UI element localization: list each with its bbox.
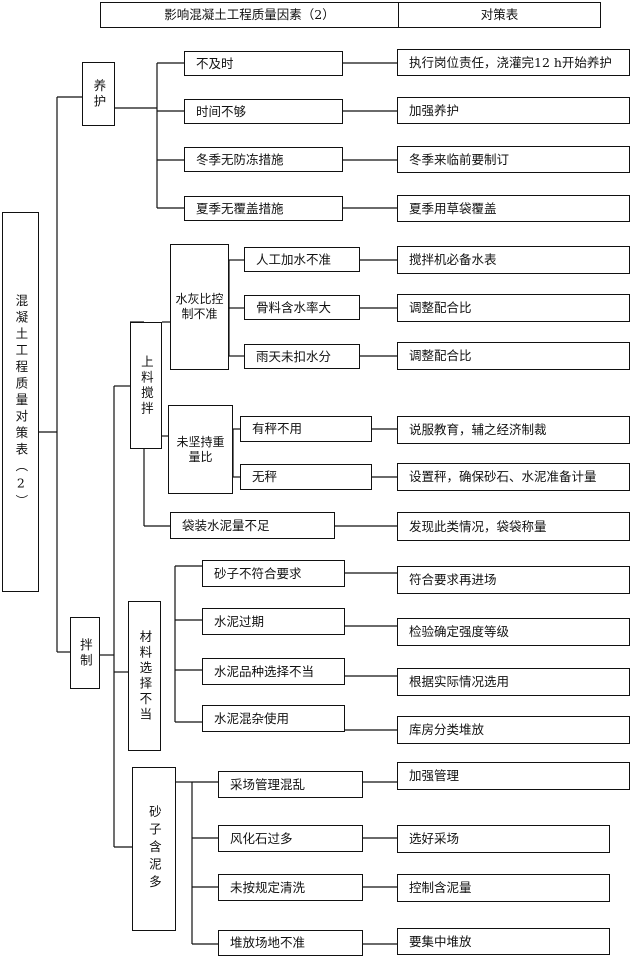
cause-sand-2: 未按规定清洗 (218, 874, 363, 901)
measure-weighing-1: 设置秤，确保砂石、水泥准备计量 (397, 463, 630, 491)
measure-material-0: 符合要求再进场 (397, 566, 630, 594)
cause-material-3: 水泥混杂使用 (202, 705, 345, 732)
header-countermeasure: 对策表 (398, 2, 601, 28)
measure-sand-2: 控制含泥量 (397, 874, 610, 902)
measure-material-2: 根据实际情况选用 (397, 668, 630, 696)
root-title: 混凝土工程质量对策表（2） (2, 212, 39, 592)
group-weighing: 未坚持重量比 (168, 405, 233, 494)
measure-sand-3: 要集中堆放 (397, 928, 610, 955)
cause-weighing-1: 无秤 (240, 464, 372, 490)
cause-curing-3: 夏季无覆盖措施 (184, 196, 343, 221)
cause-curing-0: 不及时 (184, 51, 343, 76)
cause-sand-1: 风化石过多 (218, 825, 363, 852)
cause-sand-0: 采场管理混乱 (218, 771, 363, 798)
cause-material-2: 水泥品种选择不当 (202, 658, 345, 685)
measure-bag: 发现此类情况，袋袋称量 (397, 512, 630, 541)
category-curing: 养护 (82, 62, 115, 126)
header-title: 影响混凝土工程质量因素（2） (100, 2, 399, 28)
measure-sand-1: 选好采场 (397, 825, 610, 853)
measure-curing-0: 执行岗位责任，浇灌完12 h开始养护 (397, 49, 630, 76)
cause-material-1: 水泥过期 (202, 608, 345, 635)
cause-water-1: 骨料含水率大 (244, 295, 360, 320)
group-water-cement: 水灰比控制不准 (170, 244, 229, 370)
measure-material-3: 库房分类堆放 (397, 716, 630, 744)
subcategory-material: 材料选择不当 (128, 601, 161, 751)
category-mixing: 拌制 (70, 617, 100, 689)
measure-curing-1: 加强养护 (397, 97, 630, 124)
cause-water-0: 人工加水不准 (244, 247, 360, 272)
cause-material-0: 砂子不符合要求 (202, 560, 345, 587)
cause-bag: 袋装水泥量不足 (170, 512, 335, 539)
measure-water-2: 调整配合比 (397, 342, 630, 370)
subcategory-loading: 上料搅拌 (130, 322, 162, 449)
measure-material-1: 检验确定强度等级 (397, 618, 630, 646)
measure-curing-2: 冬季来临前要制订 (397, 146, 630, 173)
cause-curing-1: 时间不够 (184, 99, 343, 124)
measure-sand-0: 加强管理 (397, 762, 630, 790)
measure-water-1: 调整配合比 (397, 294, 630, 322)
measure-water-0: 搅拌机必备水表 (397, 246, 630, 274)
cause-curing-2: 冬季无防冻措施 (184, 147, 343, 172)
measure-weighing-0: 说服教育，辅之经济制裁 (397, 416, 630, 444)
cause-sand-3: 堆放场地不准 (218, 930, 363, 956)
cause-water-2: 雨天未扣水分 (244, 344, 360, 369)
measure-curing-3: 夏季用草袋覆盖 (397, 195, 630, 222)
subcategory-sand: 砂子含泥多 (132, 767, 176, 931)
cause-weighing-0: 有秤不用 (240, 416, 372, 442)
